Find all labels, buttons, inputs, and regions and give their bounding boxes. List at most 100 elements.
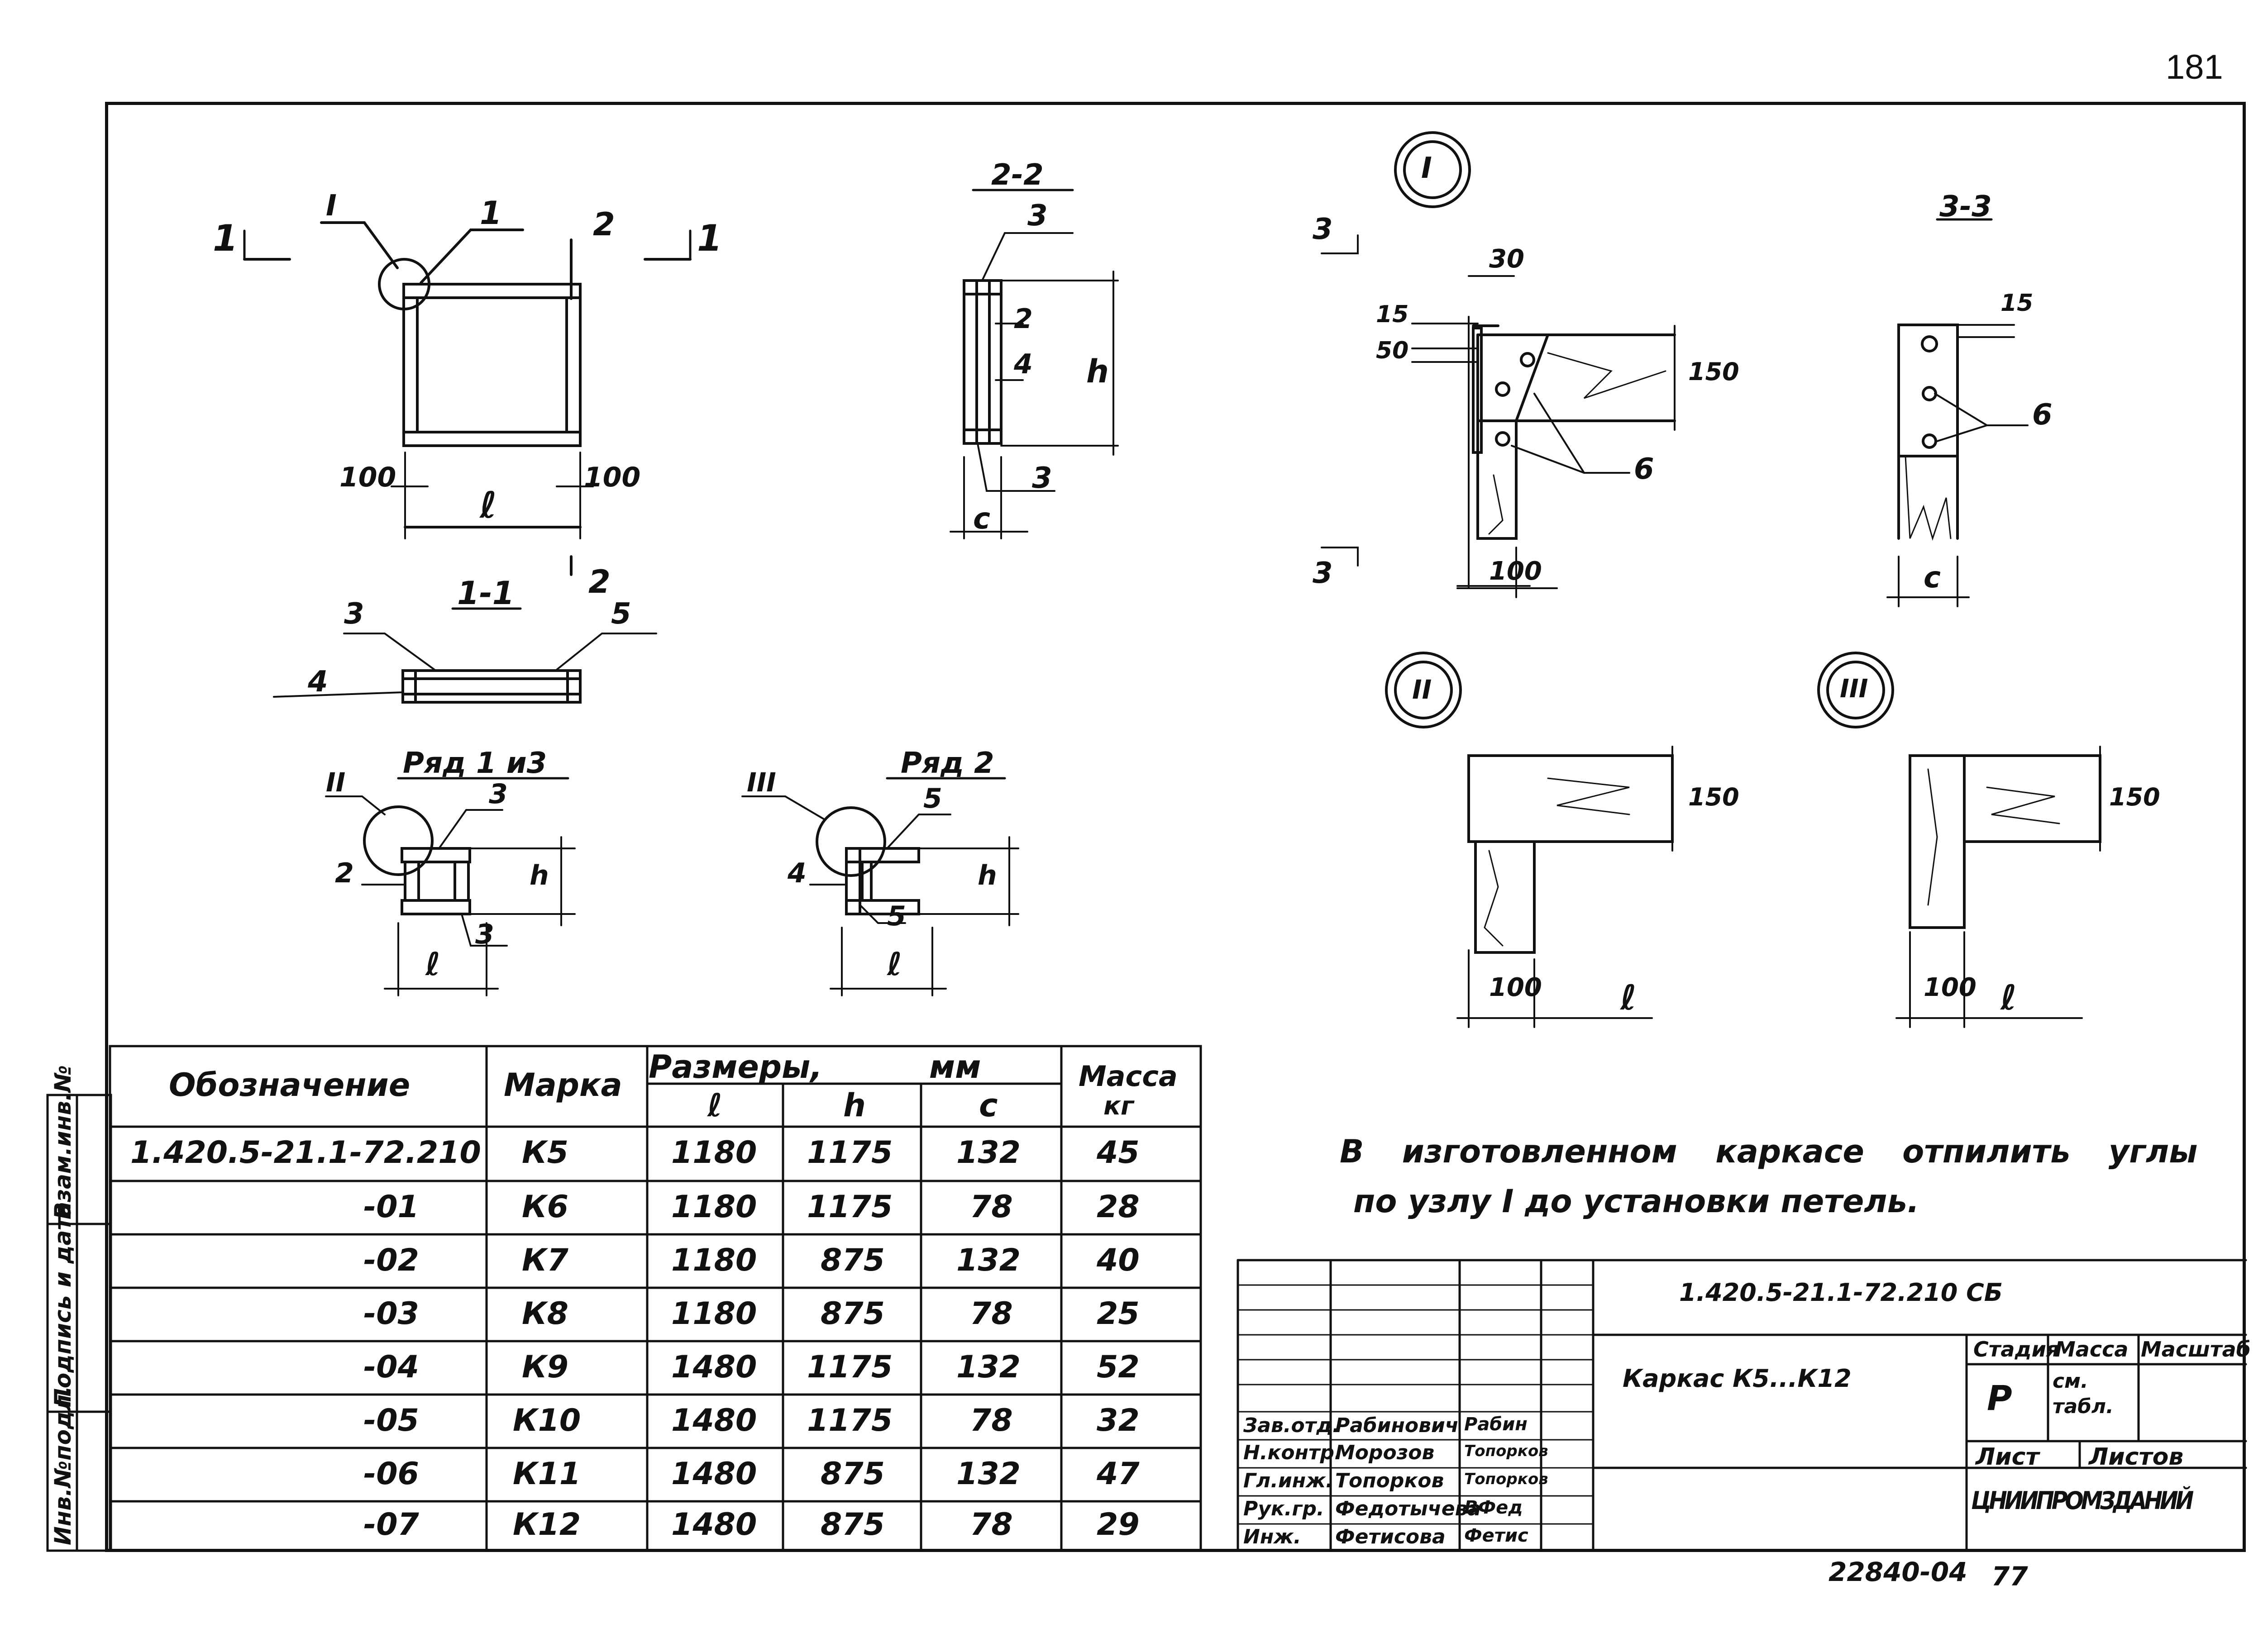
doc-code: 1.420.5-21.1-72.210 СБ [1679, 1278, 2003, 1307]
cell-l: 1480 [671, 1456, 757, 1492]
node-II-graphic [1385, 652, 1674, 1028]
header-c: c [979, 1087, 998, 1124]
page-number: 181 [2166, 48, 2223, 86]
cell-c: 132 [956, 1349, 1021, 1385]
pos-3a-label: 3 [1027, 199, 1048, 233]
cell-designation: -07 [363, 1507, 419, 1543]
cell-l: 1480 [671, 1349, 757, 1385]
cell-l: 1180 [671, 1189, 757, 1225]
cell-mark: К7 [522, 1243, 568, 1278]
header-designation: Обозначение [169, 1066, 411, 1104]
dim-15a: 15 [1376, 301, 1409, 328]
cut-2-top-label: 2 [593, 206, 615, 243]
pos-6a-label: 6 [1634, 452, 1654, 486]
node-III-graphic [1817, 652, 2101, 1028]
cell-c: 132 [956, 1135, 1021, 1171]
assembly-note: В изготовленном каркасе отпилить углы по… [1340, 1127, 2198, 1226]
section-3-3-title: 3-3 [1939, 190, 1992, 224]
cell-mass: 29 [1097, 1507, 1140, 1543]
frame-plan [243, 221, 692, 576]
dim-30: 30 [1489, 244, 1524, 274]
sheet-label: Лист [1976, 1443, 2039, 1471]
table-row: -01 К6 1180 1175 78 28 [110, 1181, 1201, 1234]
dim-100-node2: 100 [1489, 973, 1542, 1002]
doc-title: Каркас К5...К12 [1623, 1364, 1852, 1393]
sig-role: Инж. [1243, 1525, 1301, 1548]
dim-100-node3: 100 [1924, 973, 1977, 1002]
section-1-1-graphic [273, 607, 657, 704]
cell-h: 1175 [807, 1349, 893, 1385]
node-II-circle-label: II [1412, 674, 1432, 705]
sig-name: Рабинович [1335, 1414, 1459, 1437]
header-sizes: Размеры, [649, 1048, 822, 1085]
dim-50: 50 [1376, 337, 1409, 364]
cell-l: 1180 [671, 1243, 757, 1278]
node-I-graphic [1321, 131, 1676, 598]
cell-l: 1180 [671, 1296, 757, 1332]
pos-3e-label: 3 [475, 919, 494, 950]
organization-name: ЦНИИПРОМЗДАНИЙ [1971, 1486, 2194, 1515]
dim-100-left: 100 [339, 462, 396, 493]
sig-sign: Рабин [1464, 1414, 1528, 1435]
table-row: -05 К10 1480 1175 78 32 [110, 1395, 1201, 1448]
dim-c-22: c [973, 502, 990, 536]
dim-h-22: h [1086, 353, 1109, 390]
dim-l-row13: ℓ [425, 946, 441, 983]
note-line-1: В изготовленном каркасе отпилить углы [1340, 1133, 2198, 1170]
scale-label: Масштаб [2141, 1337, 2251, 1362]
pos-5b-label: 5 [923, 783, 942, 814]
cell-h: 1175 [807, 1403, 893, 1438]
sig-role: Н.контр. [1243, 1441, 1342, 1464]
pos-2b-label: 2 [335, 857, 354, 889]
pos-3d-label: 3 [489, 778, 508, 810]
cell-l: 1480 [671, 1507, 757, 1543]
sig-name: Фетисова [1335, 1525, 1446, 1548]
row-2-caption: Ряд 2 [901, 747, 994, 780]
cut-2-bottom-label: 2 [588, 563, 611, 600]
dim-l-row2: ℓ [887, 946, 902, 983]
cell-h: 875 [821, 1456, 885, 1492]
cell-mark: К5 [522, 1135, 568, 1171]
table-row: -02 К7 1180 875 132 40 [110, 1234, 1201, 1288]
side-strip-grid [46, 1094, 112, 1552]
cut-1-right-label: 1 [697, 217, 722, 259]
header-mass: Масса [1079, 1060, 1178, 1093]
footer-number: 77 [1991, 1561, 2028, 1592]
node-II-leader-label: II [326, 767, 346, 798]
dim-l-node2: ℓ [1620, 977, 1637, 1018]
archive-number: 22840-04 [1829, 1557, 1967, 1587]
header-l: ℓ [707, 1087, 723, 1124]
side-inv-orig: Инв.№подл. [50, 1385, 76, 1545]
header-h: h [843, 1087, 866, 1124]
header-mark: Марка [504, 1066, 622, 1104]
table-row: -06 К11 1480 875 132 47 [110, 1448, 1201, 1501]
cell-designation: -06 [363, 1456, 419, 1492]
pos-6b-label: 6 [2032, 398, 2053, 432]
cell-mark: К8 [522, 1296, 568, 1332]
cell-l: 1480 [671, 1403, 757, 1438]
spec-table-grid [109, 1045, 1202, 1552]
pos-4b-label: 4 [308, 665, 328, 699]
cell-designation: -01 [363, 1189, 419, 1225]
table-row: -03 К8 1180 875 78 25 [110, 1288, 1201, 1341]
sig-sign: Топорков [1464, 1442, 1548, 1460]
sig-sign: Топорков [1464, 1470, 1548, 1488]
cell-c: 78 [970, 1507, 1013, 1543]
sig-role: Рук.гр. [1243, 1497, 1324, 1520]
section-1-1-title: 1-1 [457, 575, 515, 612]
mass-value: см. табл. [2053, 1370, 2114, 1418]
table-row: 1.420.5-21.1-72.210 К5 1180 1175 132 45 [110, 1127, 1201, 1180]
pos-5c-label: 5 [887, 900, 906, 932]
sig-role: Зав.отд. [1243, 1414, 1340, 1437]
pos-2-label: 2 [1014, 303, 1033, 335]
side-sign-date: Подпись и дата [50, 1201, 76, 1407]
cell-h: 875 [821, 1296, 885, 1332]
node-I-circle-label: I [1421, 152, 1432, 185]
dim-150a: 150 [1688, 357, 1739, 386]
side-inv-repl: Взам.инв.№ [50, 1065, 76, 1219]
sheets-label: Листов [2089, 1443, 2184, 1471]
cell-designation: -03 [363, 1296, 419, 1332]
title-block: 1.420.5-21.1-72.210 СБ Каркас К5...К12 С… [1238, 1260, 2251, 1552]
title-block-grid [1237, 1259, 2247, 1552]
cell-designation: -02 [363, 1243, 419, 1278]
